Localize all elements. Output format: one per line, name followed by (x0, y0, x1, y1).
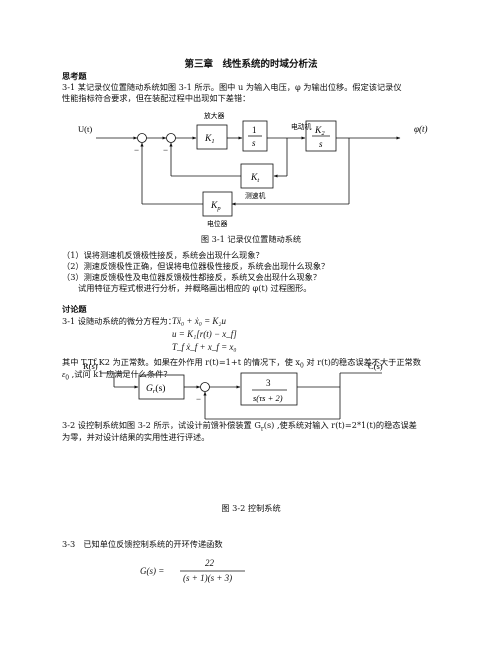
problem-3-2-line2: 为零，并对设计结果的实用性进行评述。 (62, 432, 210, 442)
problem-3-1-text-line2: 性能指标符合要求，但在装配过程中出现如下差错： (62, 93, 251, 103)
fig1-input-label: U(t) (78, 124, 92, 134)
k1-label: K1 (204, 134, 215, 145)
summing-junction-2 (166, 133, 176, 143)
tachometer-label: 测速机 (245, 191, 266, 200)
integrator-numerator: 1 (252, 125, 257, 135)
equation-2: u = K₁[r(t) − x_f] (172, 329, 237, 339)
plant-denominator: s(τs + 2) (253, 393, 283, 403)
equation-1: Tẍ₀ + ẋ₀ = K₂u (172, 316, 227, 326)
fig1-minus-2: − (163, 145, 168, 155)
amplifier-label: 放大器 (204, 111, 225, 120)
gr-label: Gr(s) (146, 383, 165, 395)
summing-junction-3 (200, 382, 210, 392)
equation-3: T_f ẋ_f + x_f = x₀ (172, 342, 237, 352)
figure-3-2-caption: 图 3-2 控制系统 (221, 503, 281, 513)
kt-label: Kt (250, 173, 259, 184)
fig1-output-label: φ(t) (414, 124, 427, 134)
k2-denominator: s (319, 139, 323, 149)
fig2-minus: − (196, 394, 201, 404)
problem-3-1-discuss: 3-1 设随动系统的微分方程为： (62, 316, 177, 326)
potentiometer-label: 电位器 (207, 219, 228, 228)
section-heading-discuss: 讨论题 (62, 304, 87, 314)
transfer-function-numerator: 22 (205, 558, 214, 568)
motor-label: 电动机 (291, 122, 312, 131)
problem-3-1-condition-line1: 其中 T,Tf,K2 为正常数。如果在外作用 r(t)=1+t 的情况下，使 x… (62, 357, 421, 370)
question-item-1: （1）误将测速机反馈极性接反，系统会出现什么现象？ (62, 250, 264, 260)
fig2-output-label: C(s) (368, 361, 383, 371)
section-heading-think: 思考题 (62, 71, 87, 81)
figure-3-1-caption: 图 3-1 记录仪位置随动系统 (200, 234, 302, 244)
problem-3-3-text: 3-3 已知单位反馈控制系统的开环传递函数 (62, 539, 223, 549)
potentiometer-block (202, 191, 233, 217)
fig2-input-label: R(s) (83, 361, 98, 371)
integrator-denominator: s (252, 138, 256, 148)
question-item-3: （3）测速反馈极性及电位器反馈极性都接反，系统又会出现什么现象？ (62, 272, 322, 282)
transfer-function-lhs: G(s) = (140, 566, 165, 576)
summing-junction-1 (137, 133, 147, 143)
problem-3-1-text-line1: 3-1 某记录仪位置随动系统如图 3-1 所示。图中 u 为输入电压，φ 为输出… (62, 82, 402, 92)
problem-3-1-condition-line2: ε0 ,试问 k1 应满足什么条件？ (62, 369, 172, 382)
question-item-2: （2）测速反馈极性正确，但误将电位器极性接反，系统会出现什么现象？ (62, 261, 330, 271)
amplifier-block (196, 124, 228, 150)
fig1-minus-1: − (134, 145, 139, 155)
motor-block (305, 120, 337, 152)
k2-numerator: K2 (314, 126, 325, 137)
transfer-function-denominator: (s + 1)(s + 3) (183, 573, 233, 583)
chapter-title: 第三章 线性系统的时域分析法 (184, 59, 318, 70)
plant-numerator: 3 (266, 378, 271, 388)
kp-label: Kp (210, 201, 221, 212)
question-instruction: 试用特征方程式根进行分析，并概略画出相应的 φ(t) 过程图形。 (78, 283, 312, 293)
problem-3-2-line1: 3-2 设控制系统如图 3-2 所示，试设计前馈补偿装置 Gr(s) ,使系统对… (62, 420, 417, 433)
integrator-block (242, 120, 268, 152)
plant-block (240, 372, 298, 406)
